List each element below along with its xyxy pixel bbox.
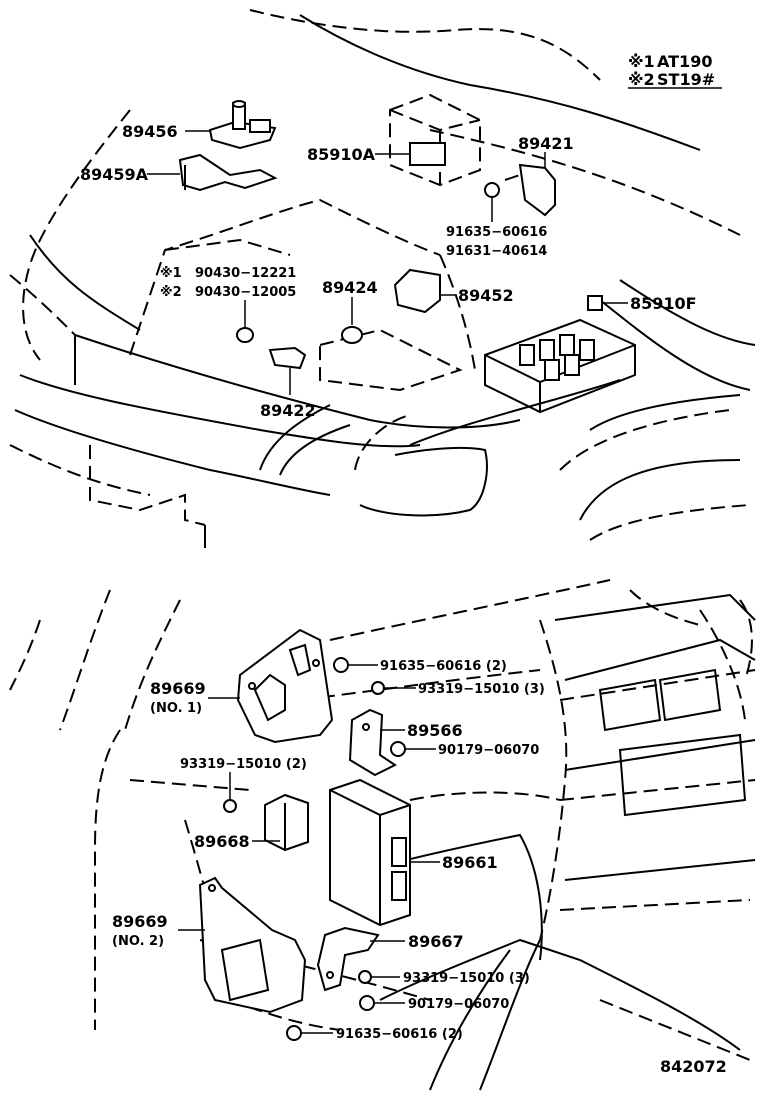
washer-91635-60616 [484,182,500,198]
bolt-90179-06070-top [390,741,406,757]
catalog-number: 842072 [660,1057,727,1076]
label-93319-15010-3-bot: 93319−15010 (3) [403,971,530,986]
label-89456: 89456 [122,122,178,141]
legend: ※1 AT190 ※2 ST19# [628,52,722,89]
part-89667 [316,926,380,992]
label-89669: 89669 [150,679,206,698]
legend-text-2: ST19# [657,70,715,89]
vehicle-front-outline [9,9,756,548]
fuse-block [484,318,636,414]
label-91631-40614: 91631−40614 [446,244,547,259]
label-89668: 89668 [194,832,250,851]
label-90430-12221: 90430−12221 [195,266,296,281]
label-mark-2: ※2 [160,285,182,300]
label-85910F: 85910F [630,294,697,313]
bolt-91635-60616-bot [286,1025,302,1041]
label-89424: 89424 [322,278,378,297]
bolt-90179-06070-bot [359,995,375,1011]
bottom-leaders [178,664,440,1034]
part-89668 [264,793,309,852]
nut-93319-15010-top [371,681,385,695]
label-89661: 89661 [442,853,498,872]
label-89667: 89667 [408,932,464,951]
part-89669-no1 [236,628,334,744]
label-90179-06070-top: 90179−06070 [438,743,539,758]
label-mark-1: ※1 [160,266,182,281]
label-90179-06070-bot: 90179−06070 [408,997,509,1012]
part-89459A [178,153,278,192]
label-89566: 89566 [407,721,463,740]
part-89669-no2 [198,876,307,1014]
part-85910F [587,295,603,311]
label-89452: 89452 [458,286,514,305]
label-90430-12005: 90430−12005 [195,285,296,300]
bolt-91635-60616-top [333,657,349,673]
part-85910A-relay-box [389,93,481,187]
part-89452 [393,268,441,314]
nut-93319-15010-bot [358,970,372,984]
part-89421 [504,163,556,217]
nut-93319-15010-mid [223,799,237,813]
legend-mark-1: ※1 [628,52,655,71]
part-89661-ecu [329,778,411,927]
top-leaders [147,130,628,395]
label-89459A: 89459A [80,165,149,184]
part-89422 [236,327,307,370]
part-89424 [319,326,463,392]
part-89566 [348,708,397,777]
label-no2: (NO. 2) [112,934,164,949]
label-89422: 89422 [260,401,316,420]
legend-text-1: AT190 [657,52,712,71]
label-no1: (NO. 1) [150,701,202,716]
part-89456 [208,100,277,150]
label-85910A: 85910A [307,145,376,164]
legend-mark-2: ※2 [628,70,655,89]
label-91635-60616: 91635−60616 [446,225,547,240]
label-91635-60616-2-bot: 91635−60616 (2) [336,1027,463,1042]
label-93319-15010-3-top: 93319−15010 (3) [418,682,545,697]
label-91635-60616-2-top: 91635−60616 (2) [380,659,507,674]
label-89669-b: 89669 [112,912,168,931]
label-89421: 89421 [518,134,574,153]
label-93319-15010-2: 93319−15010 (2) [180,757,307,772]
